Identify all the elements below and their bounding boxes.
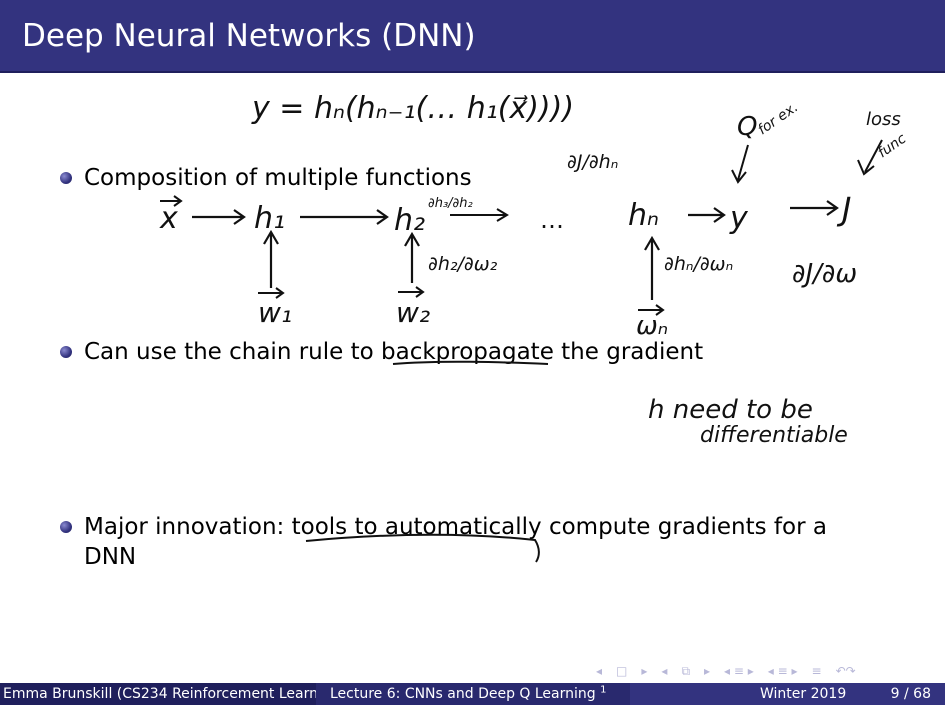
arrow-up-icon [644, 235, 660, 300]
need-differentiable-line2: differentiable [700, 423, 848, 448]
bullet-dot-icon [60, 521, 72, 533]
bullet-text: Composition of multiple functions [84, 165, 472, 191]
frame-prev-icon[interactable]: ◂ [596, 664, 603, 678]
section-prev-icon[interactable]: ◂ [661, 664, 668, 678]
arrow-up-icon [263, 229, 279, 288]
bullet-chain-rule: Can use the chain rule to backpropagate … [60, 337, 704, 367]
beamer-navigation: ◂ □ ▸ ◂ ⧉ ▸ ◂ ≡ ▸ ◂ ≡ ▸ ≡ ↶↷ [596, 663, 940, 679]
subsection-icon[interactable]: ⧉ [681, 663, 691, 678]
frame-icon[interactable]: □ [616, 664, 628, 678]
search-icon[interactable]: ↶↷ [835, 664, 856, 678]
bullet-text-after: e the gradient [539, 339, 704, 365]
underline-mark [305, 533, 540, 563]
footer-author: Emma Brunskill (CS234 Reinforcement Lear… [0, 683, 316, 705]
bullet-composition: Composition of multiple functions [60, 163, 472, 193]
bullet-innovation: Major innovation: tools to automatically… [60, 512, 827, 572]
footer-date-page: Winter 2019 9 / 68 [630, 683, 945, 705]
footer-lecture-title: Lecture 6: CNNs and Deep Q Learning [330, 686, 596, 702]
wn-label: ωₙ [636, 311, 668, 341]
bullet-text-before: Major innovation: [84, 514, 292, 540]
need-differentiable-line1: h need to be [648, 395, 813, 425]
underline-mark [392, 360, 549, 365]
footnote-mark: 1 [600, 684, 607, 696]
arrow-right-icon [192, 209, 246, 225]
h2-label: h₂ [394, 203, 425, 238]
arrow-right-icon [300, 209, 389, 225]
q-label: Q [737, 112, 757, 142]
equation-annotation: y = hₙ(hₙ₋₁(… h₁(x⃗)))) [251, 91, 574, 126]
vector-arrow-icon [160, 195, 183, 207]
vector-arrow-icon [638, 304, 665, 316]
arrow-right-icon [790, 200, 839, 216]
j-label: J [836, 190, 851, 228]
w2-label: w₂ [396, 296, 430, 329]
dj-dhn-label: ∂J/∂hₙ [567, 151, 618, 173]
slide-footer: Emma Brunskill (CS234 Reinforcement Lear… [0, 683, 945, 705]
arrow-up-icon [404, 231, 420, 283]
bullet-text-before: Can use the chain rule to [84, 339, 382, 365]
arrow-right-icon [450, 208, 509, 222]
x-vector-label: x [159, 201, 178, 236]
frame-next-icon[interactable]: ▸ [641, 664, 648, 678]
w1-label: w₁ [258, 296, 292, 329]
arrow-down-icon [857, 139, 883, 176]
func-label: func [875, 131, 909, 162]
bullet-text-underlined: backpropagat [381, 339, 540, 365]
dhn-dwn-label: ∂hₙ/∂ωₙ [664, 253, 733, 275]
vector-arrow-icon [398, 286, 425, 298]
align-icon[interactable]: ≡ [811, 664, 822, 678]
footer-date: Winter 2019 [760, 686, 847, 702]
dh-dh-label: ∂h₃/∂h₂ [428, 196, 473, 211]
footer-lecture: Lecture 6: CNNs and Deep Q Learning 1 [316, 683, 630, 705]
arrow-right-icon [688, 207, 726, 223]
dj-dw-label: ∂J/∂ω [792, 259, 857, 289]
slide-title: Deep Neural Networks (DNN) [22, 18, 476, 54]
section-next-icon[interactable]: ▸ [704, 664, 711, 678]
h1-label: h₁ [254, 201, 285, 236]
vector-arrow-icon [258, 287, 285, 299]
for-example-label: for ex. [755, 99, 801, 138]
hn-label: hₙ [628, 198, 659, 233]
subsection-next-icon[interactable]: ◂ ≡ ▸ [767, 664, 798, 678]
bullet-dot-icon [60, 172, 72, 184]
bullet-text-after: ally compute gradients for a [501, 514, 827, 540]
dh2-dw2-label: ∂h₂/∂ω₂ [428, 253, 498, 275]
y-label: y [729, 201, 749, 236]
ellipsis-label: … [540, 206, 564, 234]
handwritten-annotations: y = hₙ(hₙ₋₁(… h₁(x⃗)))) Q for ex. loss f… [159, 91, 909, 563]
subsection-prev-icon[interactable]: ◂ ≡ ▸ [724, 664, 754, 678]
slide-title-bar: Deep Neural Networks (DNN) [0, 0, 945, 73]
bullet-dot-icon [60, 346, 72, 358]
footer-page-number: 9 / 68 [890, 686, 931, 702]
loss-label: loss [866, 109, 901, 130]
arrow-down-icon [731, 144, 749, 184]
bullet-text-line2: DNN [84, 544, 137, 570]
